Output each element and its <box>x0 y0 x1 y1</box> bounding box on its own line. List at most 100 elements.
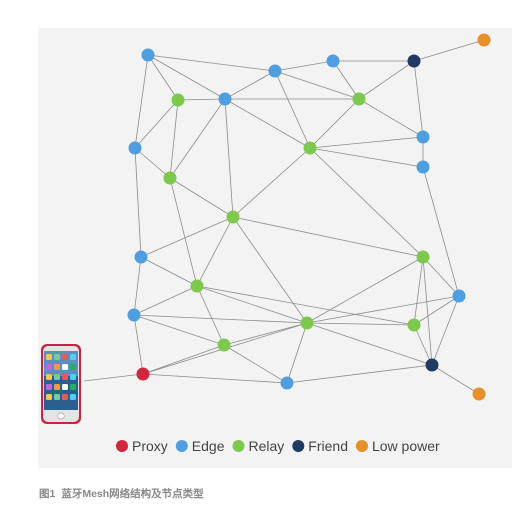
app-icon <box>70 364 76 370</box>
mesh-link <box>133 314 308 324</box>
mesh-link <box>309 98 360 149</box>
smartphone-icon <box>41 344 81 424</box>
app-icon <box>54 394 60 400</box>
relay-node <box>300 316 314 330</box>
mesh-link <box>83 373 144 382</box>
mesh-link <box>140 216 234 258</box>
mesh-link <box>224 70 276 100</box>
mesh-link <box>422 166 460 297</box>
mesh-link <box>306 256 424 324</box>
mesh-link <box>413 256 424 326</box>
mesh-link <box>133 314 225 346</box>
edge-node <box>280 376 294 390</box>
edge-node <box>268 64 282 78</box>
friend-node <box>425 358 439 372</box>
app-icon <box>54 374 60 380</box>
legend-edge-swatch <box>175 440 188 452</box>
app-icon <box>70 374 76 380</box>
legend-low-power-label: Low power <box>372 438 440 454</box>
mesh-link <box>413 39 485 62</box>
relay-node <box>226 210 240 224</box>
mesh-link <box>134 54 149 149</box>
mesh-link <box>224 98 311 149</box>
app-icon <box>46 394 52 400</box>
mesh-link <box>413 60 424 138</box>
mesh-link <box>232 147 311 218</box>
mesh-link <box>358 60 415 100</box>
low-power-node <box>477 33 491 47</box>
app-icon <box>46 364 52 370</box>
app-icon <box>46 384 52 390</box>
mesh-link <box>286 322 308 384</box>
mesh-link <box>147 54 276 72</box>
mesh-link <box>309 136 424 149</box>
mesh-link <box>196 285 225 346</box>
app-icon <box>54 364 60 370</box>
relay-node <box>352 92 366 106</box>
mesh-link <box>142 344 225 375</box>
proxy-node <box>136 367 150 381</box>
mesh-link <box>169 98 226 179</box>
app-icon <box>62 374 68 380</box>
mesh-link <box>232 216 308 324</box>
links-layer <box>83 39 485 395</box>
app-icon <box>54 354 60 360</box>
edge-node <box>128 141 142 155</box>
edge-node <box>141 48 155 62</box>
edge-node <box>416 160 430 174</box>
mesh-link <box>306 295 460 324</box>
mesh-link <box>169 99 179 179</box>
figure-panel <box>38 28 512 468</box>
app-icon <box>46 354 52 360</box>
mesh-link <box>309 147 424 168</box>
mesh-link <box>274 70 311 149</box>
mesh-link <box>306 322 415 326</box>
mesh-link <box>413 295 460 326</box>
mesh-link <box>286 364 433 384</box>
mesh-link <box>413 324 433 366</box>
mesh-link <box>177 98 226 101</box>
legend-proxy-swatch <box>116 440 128 452</box>
mesh-link <box>232 216 424 258</box>
edge-node <box>452 289 466 303</box>
mesh-link <box>147 54 226 100</box>
mesh-link <box>332 60 360 100</box>
mesh-link <box>274 70 360 100</box>
mesh-link <box>274 60 334 72</box>
mesh-link <box>306 322 433 366</box>
app-icon <box>70 354 76 360</box>
app-icon <box>70 394 76 400</box>
edge-node <box>326 54 340 68</box>
legend-edge-label: Edge <box>192 438 225 454</box>
relay-node <box>416 250 430 264</box>
caption-text: 蓝牙Mesh网络结构及节点类型 <box>61 488 204 500</box>
legend-proxy-label: Proxy <box>132 438 168 454</box>
legend-friend-swatch <box>292 440 305 452</box>
app-icon <box>62 354 68 360</box>
legend-low-power-swatch <box>355 440 368 452</box>
mesh-link <box>196 285 415 326</box>
mesh-link <box>134 147 142 258</box>
relay-node <box>171 93 185 107</box>
mesh-link <box>169 177 198 287</box>
relay-node <box>217 338 231 352</box>
mesh-link <box>224 98 234 218</box>
edge-node <box>218 92 232 106</box>
caption-number: 图1 <box>39 488 56 500</box>
mesh-link <box>147 54 179 101</box>
relay-node <box>163 171 177 185</box>
mesh-link <box>431 295 460 366</box>
nodes-layer <box>127 33 491 401</box>
mesh-link <box>431 364 480 395</box>
mesh-link <box>309 147 424 258</box>
edge-node <box>416 130 430 144</box>
relay-node <box>190 279 204 293</box>
mesh-link <box>134 147 171 179</box>
app-icon <box>62 384 68 390</box>
app-icon <box>54 384 60 390</box>
legend-friend-label: Friend <box>308 438 348 454</box>
app-icon <box>70 384 76 390</box>
friend-node <box>407 54 421 68</box>
app-icon <box>62 364 68 370</box>
